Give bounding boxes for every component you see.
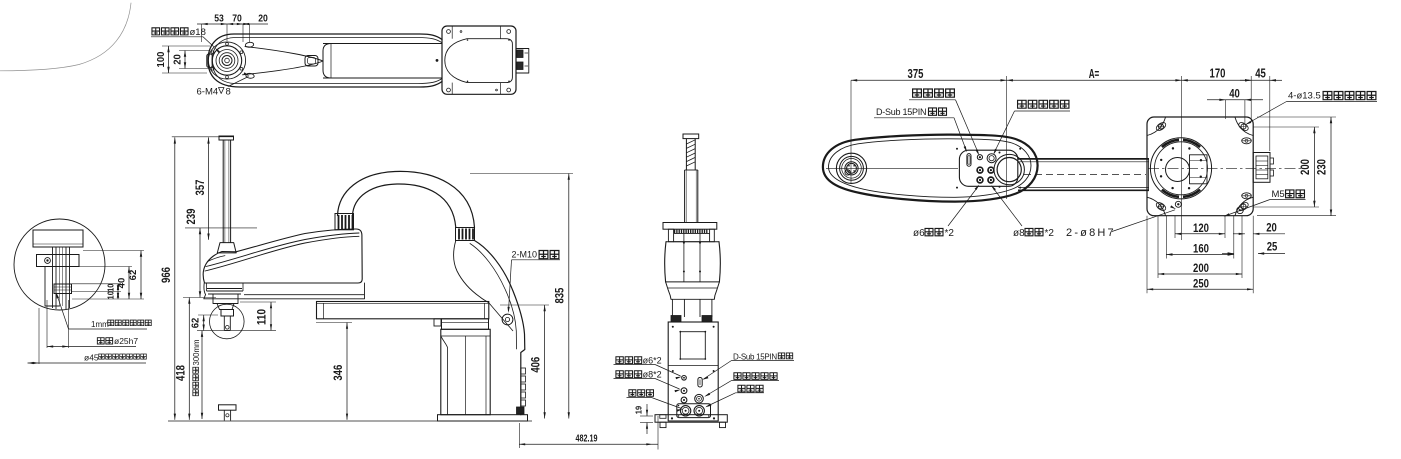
svg-text:62: 62 [128, 270, 139, 281]
svg-text:230: 230 [1315, 159, 1329, 175]
svg-text:40: 40 [1229, 87, 1240, 101]
svg-text:ø25h7: ø25h7 [114, 336, 138, 346]
svg-text:357: 357 [193, 179, 207, 195]
svg-text:20: 20 [172, 54, 183, 65]
svg-text:346: 346 [331, 364, 345, 380]
svg-text:40: 40 [117, 278, 128, 289]
svg-text:239: 239 [184, 208, 198, 224]
svg-text:45: 45 [1255, 67, 1266, 81]
svg-text:70: 70 [232, 14, 242, 25]
svg-text:110: 110 [255, 309, 269, 325]
svg-text:A=: A= [1089, 67, 1100, 81]
svg-text:100: 100 [156, 51, 167, 67]
svg-text:ø8*2: ø8*2 [643, 370, 662, 380]
svg-text:4-ø13.5: 4-ø13.5 [1288, 91, 1321, 102]
svg-text:1mm: 1mm [91, 320, 109, 329]
svg-text:120: 120 [1193, 221, 1209, 235]
svg-text:ø8: ø8 [1013, 228, 1025, 239]
svg-text:2-M10: 2-M10 [512, 250, 538, 260]
svg-text:2-ø8H7: 2-ø8H7 [1066, 227, 1116, 239]
svg-text:ø18: ø18 [190, 27, 206, 38]
svg-text:8: 8 [226, 87, 231, 98]
svg-text:*2: *2 [945, 228, 955, 239]
svg-text:10: 10 [106, 283, 116, 292]
svg-text:160: 160 [1193, 242, 1209, 256]
svg-text:53: 53 [214, 14, 224, 25]
svg-text:ø45: ø45 [84, 353, 99, 363]
svg-text:ø6*2: ø6*2 [643, 356, 662, 366]
svg-text:62: 62 [190, 318, 202, 329]
svg-text:D-Sub 15PIN: D-Sub 15PIN [876, 107, 926, 117]
svg-text:6-M4: 6-M4 [197, 87, 219, 98]
svg-text:250: 250 [1193, 276, 1209, 290]
svg-text:300mm: 300mm [192, 340, 201, 366]
svg-text:ø6: ø6 [913, 228, 925, 239]
svg-text:19: 19 [634, 406, 644, 415]
svg-text:25: 25 [1267, 239, 1278, 253]
svg-text:170: 170 [1210, 67, 1226, 81]
svg-text:M5: M5 [1272, 189, 1285, 200]
svg-text:200: 200 [1193, 261, 1209, 275]
svg-text:375: 375 [908, 67, 924, 81]
svg-text:*2: *2 [1045, 228, 1055, 239]
svg-text:200: 200 [1298, 159, 1312, 175]
svg-text:20: 20 [258, 14, 268, 25]
svg-text:20: 20 [1266, 220, 1277, 234]
svg-text:406: 406 [529, 356, 543, 372]
svg-text:966: 966 [159, 267, 173, 283]
svg-text:835: 835 [552, 287, 566, 303]
svg-text:D-Sub 15PIN: D-Sub 15PIN [733, 352, 777, 361]
svg-text:418: 418 [174, 365, 188, 381]
svg-text:10: 10 [106, 291, 116, 300]
svg-text:482.19: 482.19 [576, 433, 598, 444]
